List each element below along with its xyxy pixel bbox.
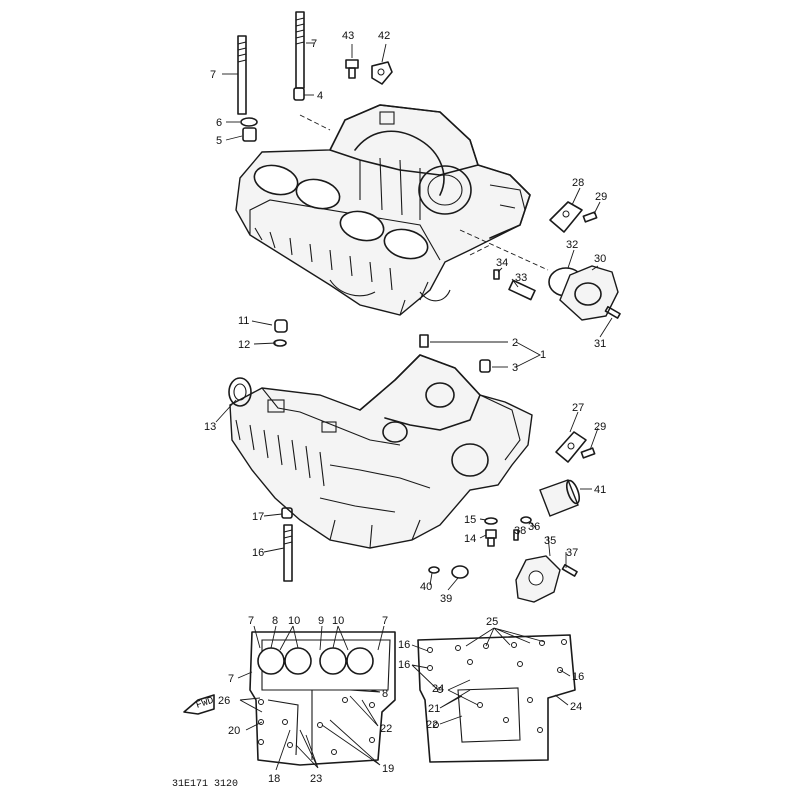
cover-30 <box>559 265 619 321</box>
callout-15: 15 <box>464 514 476 526</box>
callout-4: 4 <box>317 90 323 102</box>
dowel-3 <box>479 359 491 373</box>
callout-7: 7 <box>248 615 254 627</box>
callout-1: 1 <box>540 349 546 361</box>
callout-36: 36 <box>528 521 540 533</box>
callout-10: 10 <box>288 615 300 627</box>
dowel-11 <box>274 319 288 333</box>
callout-41: 41 <box>594 484 606 496</box>
callout-3: 3 <box>512 362 518 374</box>
plate-28 <box>549 201 583 233</box>
callout-16: 16 <box>398 659 410 671</box>
callout-16: 16 <box>572 671 584 683</box>
stud-bolt-short <box>237 35 247 115</box>
callout-27: 27 <box>572 402 584 414</box>
callout-40: 40 <box>420 581 432 593</box>
callout-29: 29 <box>595 191 607 203</box>
upper-crankcase <box>235 104 531 316</box>
washer-15 <box>484 517 498 525</box>
callout-24: 24 <box>432 683 444 695</box>
stud-bolt-long <box>295 11 305 89</box>
front-marker-label: FWD <box>195 696 216 712</box>
callout-29: 29 <box>594 421 606 433</box>
callout-28: 28 <box>572 177 584 189</box>
screw-37 <box>561 563 578 577</box>
drawing-code: 31E171 3120 <box>172 779 238 790</box>
stud-bolt-16 <box>283 524 293 582</box>
callout-22: 22 <box>380 723 392 735</box>
callout-32: 32 <box>566 239 578 251</box>
shaft-33 <box>508 279 536 301</box>
callout-34: 34 <box>496 257 508 269</box>
dowel-2 <box>419 334 429 348</box>
oring-6 <box>240 117 258 127</box>
callout-7: 7 <box>228 673 234 685</box>
case-bottom-view <box>417 634 576 763</box>
callout-7: 7 <box>311 38 317 50</box>
lower-crankcase <box>229 354 533 549</box>
bolt-14 <box>485 529 497 547</box>
callout-31: 31 <box>594 338 606 350</box>
callout-10: 10 <box>332 615 344 627</box>
callout-42: 42 <box>378 30 390 42</box>
callout-37: 37 <box>566 547 578 559</box>
oring-40 <box>428 566 440 574</box>
screw-31 <box>604 305 621 319</box>
callout-43: 43 <box>342 30 354 42</box>
callout-33: 33 <box>515 272 527 284</box>
callout-26: 26 <box>218 695 230 707</box>
bracket-42 <box>371 61 393 85</box>
callout-5: 5 <box>216 135 222 147</box>
callout-8: 8 <box>382 688 388 700</box>
leader-lines <box>215 42 613 771</box>
dowel-17 <box>281 507 293 519</box>
callout-16: 16 <box>252 547 264 559</box>
callout-39: 39 <box>440 593 452 605</box>
callout-2: 2 <box>512 337 518 349</box>
bolt-29-lower <box>580 447 596 459</box>
callout-14: 14 <box>464 533 476 545</box>
callout-18: 18 <box>268 773 280 785</box>
callout-35: 35 <box>544 535 556 547</box>
callout-19: 19 <box>382 763 394 775</box>
callout-17: 17 <box>252 511 264 523</box>
collar-5 <box>242 127 257 142</box>
callout-7: 7 <box>210 69 216 81</box>
collar-41 <box>539 479 581 517</box>
callout-12: 12 <box>238 339 250 351</box>
callout-9: 9 <box>318 615 324 627</box>
oring-36 <box>520 516 532 524</box>
bolt-29-upper <box>582 211 598 223</box>
callout-21: 21 <box>428 703 440 715</box>
callout-7: 7 <box>382 615 388 627</box>
dowel-pin-4 <box>293 87 305 101</box>
callout-30: 30 <box>594 253 606 265</box>
callout-6: 6 <box>216 117 222 129</box>
bolt-43 <box>345 59 359 79</box>
oil-seal-13 <box>228 377 252 407</box>
plug-39 <box>451 565 469 579</box>
callout-23: 23 <box>310 773 322 785</box>
plate-27 <box>555 431 587 463</box>
callout-labels: 7 7 4 6 5 43 42 28 29 32 30 31 34 33 11 … <box>204 30 607 785</box>
case-top-view <box>249 631 396 766</box>
callout-16: 16 <box>398 639 410 651</box>
callout-8: 8 <box>272 615 278 627</box>
pin-34 <box>493 269 500 280</box>
callout-11: 11 <box>238 315 249 327</box>
callout-22: 22 <box>426 719 438 731</box>
front-arrow-icon: FWD <box>183 694 216 715</box>
callout-38: 38 <box>514 525 526 537</box>
pump-body-35 <box>515 555 561 603</box>
callout-24: 24 <box>570 701 582 713</box>
callout-20: 20 <box>228 725 240 737</box>
callout-25: 25 <box>486 616 498 628</box>
callout-13: 13 <box>204 421 216 433</box>
